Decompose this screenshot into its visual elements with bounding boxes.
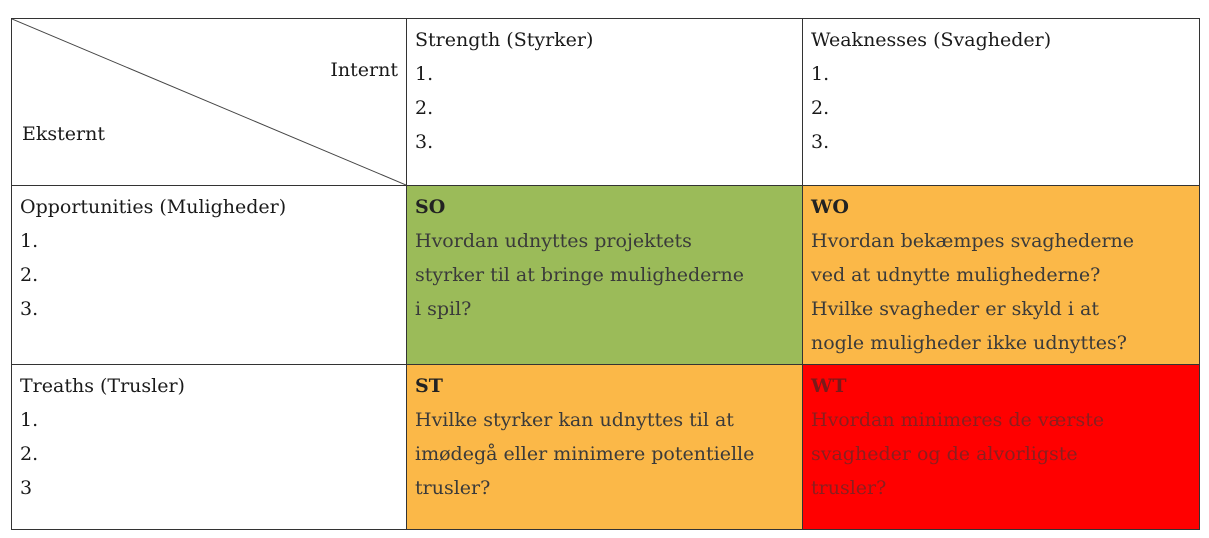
- opportunities-item-1: 1.: [20, 230, 39, 252]
- st-question-line-1: Hvilke styrker kan udnyttes til at: [415, 409, 734, 431]
- strengths-item-1: 1.: [415, 63, 434, 85]
- weaknesses-item-2: 2.: [811, 97, 830, 119]
- threats-item-2: 2.: [20, 443, 39, 465]
- st-code: ST: [415, 375, 443, 397]
- opportunities-item-3: 3.: [20, 298, 39, 320]
- wo-quadrant: WO Hvordan bekæmpes svaghederne ved at u…: [802, 185, 1200, 365]
- threats-title: Treaths (Trusler): [20, 375, 185, 397]
- wt-code: WT: [811, 375, 847, 397]
- wo-question-line-3: Hvilke svagheder er skyld i at: [811, 298, 1099, 320]
- weaknesses-cell: Weaknesses (Svagheder) 1. 2. 3.: [802, 18, 1200, 186]
- strengths-item-3: 3.: [415, 131, 434, 153]
- wt-question-line-1: Hvordan minimeres de værste: [811, 409, 1105, 431]
- strengths-title: Strength (Styrker): [415, 29, 594, 51]
- threats-item-1: 1.: [20, 409, 39, 431]
- so-question-line-2: styrker til at bringe mulighederne: [415, 264, 744, 286]
- wo-question-line-2: ved at udnytte mulighederne?: [811, 264, 1101, 286]
- wo-code: WO: [811, 196, 849, 218]
- weaknesses-item-1: 1.: [811, 63, 830, 85]
- wt-question-line-2: svagheder og de alvorligste: [811, 443, 1078, 465]
- strengths-cell: Strength (Styrker) 1. 2. 3.: [406, 18, 803, 186]
- wo-question-line-1: Hvordan bekæmpes svaghederne: [811, 230, 1135, 252]
- opportunities-item-2: 2.: [20, 264, 39, 286]
- opportunities-title: Opportunities (Muligheder): [20, 196, 287, 218]
- threats-cell: Treaths (Trusler) 1. 2. 3: [11, 364, 407, 530]
- external-label: Eksternt: [22, 123, 105, 145]
- weaknesses-title: Weaknesses (Svagheder): [811, 29, 1052, 51]
- st-question-line-2: imødegå eller minimere potentielle: [415, 443, 755, 465]
- wt-question-line-3: trusler?: [811, 477, 887, 499]
- swot-matrix: Internt Eksternt Strength (Styrker) 1. 2…: [11, 18, 1200, 530]
- opportunities-cell: Opportunities (Muligheder) 1. 2. 3.: [11, 185, 407, 365]
- weaknesses-item-3: 3.: [811, 131, 830, 153]
- internal-label: Internt: [330, 59, 398, 81]
- diagonal-divider: [12, 19, 406, 185]
- threats-item-3: 3: [20, 477, 33, 499]
- wo-question-line-4: nogle muligheder ikke udnyttes?: [811, 332, 1127, 354]
- st-question-line-3: trusler?: [415, 477, 491, 499]
- strengths-item-2: 2.: [415, 97, 434, 119]
- so-question-line-1: Hvordan udnyttes projektets: [415, 230, 692, 252]
- corner-cell: Internt Eksternt: [11, 18, 407, 186]
- so-question-line-3: i spil?: [415, 298, 472, 320]
- wt-quadrant: WT Hvordan minimeres de værste svagheder…: [802, 364, 1200, 530]
- so-quadrant: SO Hvordan udnyttes projektets styrker t…: [406, 185, 803, 365]
- so-code: SO: [415, 196, 446, 218]
- st-quadrant: ST Hvilke styrker kan udnyttes til at im…: [406, 364, 803, 530]
